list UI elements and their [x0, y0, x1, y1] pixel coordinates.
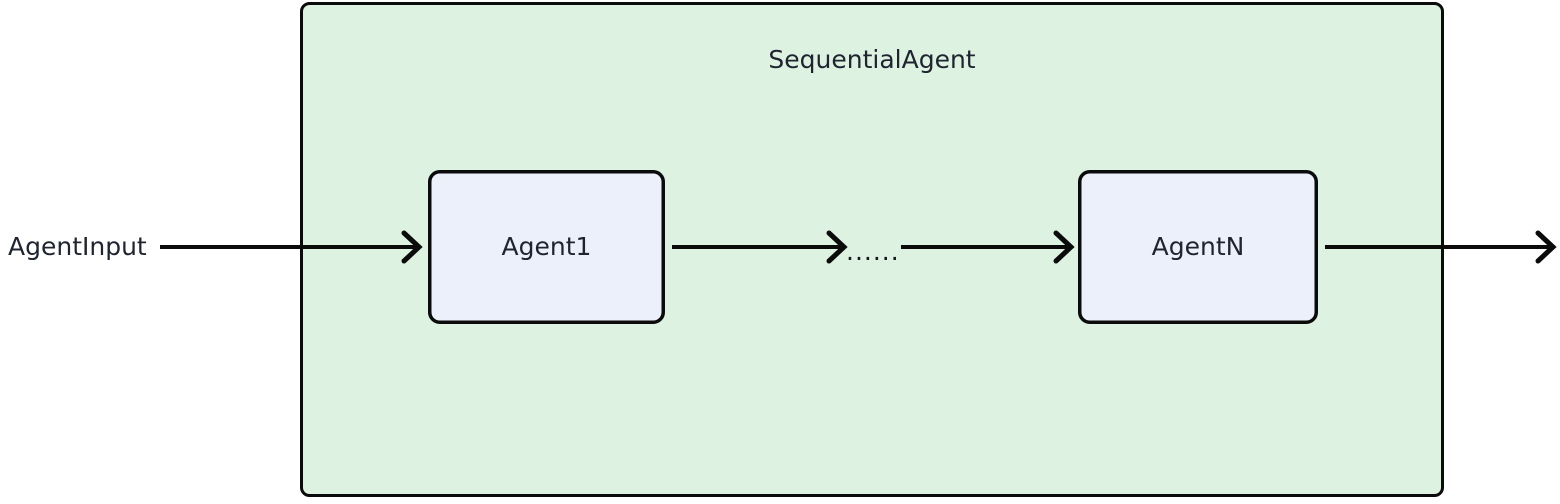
- arrow-head-icon: [1535, 230, 1557, 264]
- node-box[interactable]: [428, 170, 665, 324]
- node-agentn[interactable]: AgentN: [1078, 170, 1318, 324]
- group-title: SequentialAgent: [768, 45, 975, 74]
- arrow-head-icon: [1053, 230, 1075, 264]
- arrow-head-icon: [826, 230, 848, 264]
- ellipsis-label: ......: [846, 237, 900, 266]
- edge-ellipsis-to-agentn: [901, 230, 1075, 264]
- edge-agentn-to-output: [1325, 230, 1557, 264]
- input-label: AgentInput: [8, 232, 147, 261]
- edge-agent1-to-ellipsis: [672, 230, 848, 264]
- edge-input-to-agent1: [160, 230, 423, 264]
- arrow-head-icon: [401, 230, 423, 264]
- node-box[interactable]: [1078, 170, 1318, 324]
- group-container-sequentialagent[interactable]: [300, 2, 1444, 497]
- node-agent1[interactable]: Agent1: [428, 170, 665, 324]
- node-label: Agent1: [502, 232, 592, 261]
- node-label: AgentN: [1152, 232, 1245, 261]
